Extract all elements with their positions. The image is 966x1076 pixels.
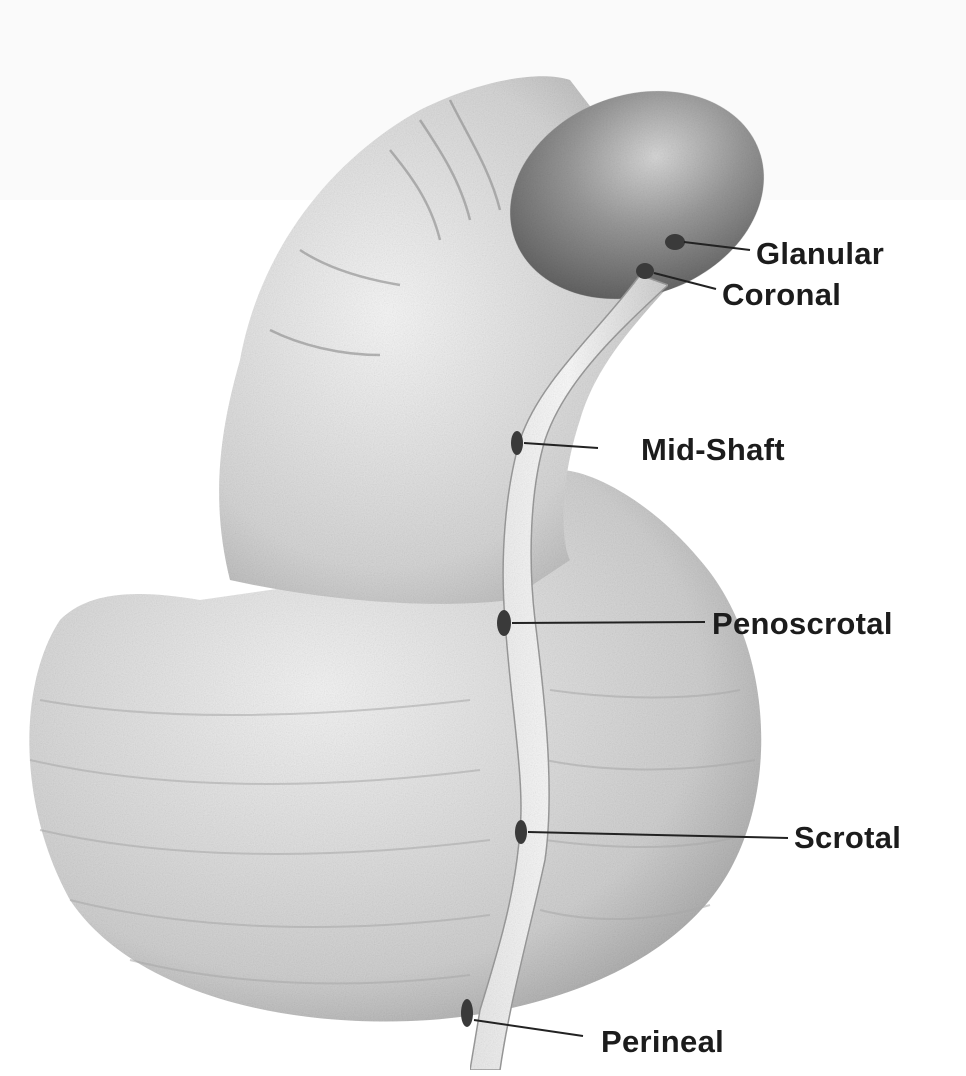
label-coronal: Coronal — [722, 279, 841, 310]
label-penoscrotal: Penoscrotal — [712, 608, 893, 639]
meatus-mid-shaft-marker — [511, 431, 523, 455]
label-perineal: Perineal — [601, 1026, 724, 1057]
meatus-penoscrotal-marker — [497, 610, 511, 636]
meatus-scrotal-marker — [515, 820, 527, 844]
meatus-coronal-marker — [636, 263, 654, 279]
leader-line-penoscrotal — [512, 622, 705, 623]
label-mid-shaft: Mid-Shaft — [641, 434, 785, 465]
label-glanular: Glanular — [756, 238, 884, 269]
label-scrotal: Scrotal — [794, 822, 901, 853]
meatus-glanular-marker — [665, 234, 685, 250]
meatus-perineal-marker — [461, 999, 473, 1027]
